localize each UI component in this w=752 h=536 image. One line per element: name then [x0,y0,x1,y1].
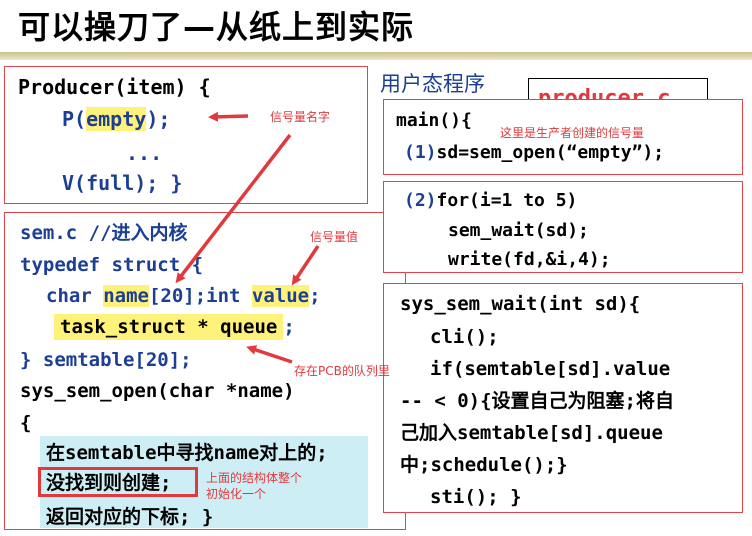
semc-line-9: 没找到则创建; [46,472,172,494]
wait-line-3: if(semtable[sd].value [430,358,671,380]
annotation-sem-name: 信号量名字 [270,110,331,124]
for-line-2: sem_wait(sd); [448,220,589,241]
sem-wait-code-box [383,283,743,513]
main-line-1: main(){ [396,110,472,131]
queue-field-highlight: task_struct * queue [54,314,284,340]
semc-line-8: 在semtable中寻找name对上的; [46,442,328,464]
value-field-highlight: value [251,285,310,307]
step-number: (2) [404,190,437,211]
main-code-box [383,99,743,175]
annotation-created-here: 这里是生产者创建的信号量 [500,126,645,140]
step-number: (1) [404,142,437,163]
p-call: P( [62,107,87,131]
producer-line-2: P(empty); [62,107,171,131]
wait-line-1: sys_sem_wait(int sd){ [400,293,641,315]
producer-ellipsis: ... [126,141,163,165]
int-keyword: [20];int [148,285,252,307]
semc-line-2: typedef struct { [20,254,204,276]
main-line-2: (1)sd=sem_open(“empty”); [404,142,664,164]
sem-open-call: sd=sem_open(“empty”); [436,142,665,163]
semc-line-3: char name[20];int value; [46,285,321,307]
name-field-highlight: name [103,285,149,307]
wait-line-2: cli(); [430,326,499,348]
wait-line-5: 己加入semtable[sd].queue [400,422,663,444]
for-line-1: (2)for(i=1 to 5) [404,190,577,212]
wait-line-7: sti(); } [430,486,522,508]
for-header: for(i=1 to 5) [436,190,578,211]
semc-line-1: sem.c //进入内核 [20,222,188,244]
producer-line-1: Producer(item) { [18,75,211,99]
empty-arg-highlight: empty [86,107,147,131]
create-step-frame [38,467,198,497]
wait-line-4: -- < 0){设置自己为阻塞;将自 [400,390,674,412]
p-call-end: ); [146,107,171,131]
semc-line-6: sys_sem_open(char *name) [20,380,295,402]
producer-line-4: V(full); } [62,171,183,195]
title-underline-bar [0,52,752,60]
semc-line-4: task_struct * queue; [54,314,295,340]
sem-open-body-highlight [40,436,368,528]
slide-title: 可以操刀了—从纸上到实际 [18,8,415,46]
annotation-init-line-2: 初始化一个 [206,487,267,501]
semicolon: ; [283,316,295,338]
for-line-3: write(fd,&i,4); [448,249,611,270]
char-keyword: char [46,285,104,307]
semc-line-7: { [20,412,32,434]
wait-line-6: 中;schedule();} [400,454,568,476]
semc-line-5: } semtable[20]; [20,349,192,371]
annotation-init-line-1: 上面的结构体整个 [206,471,303,485]
user-mode-label: 用户态程序 [380,72,485,96]
annotation-pcb-queue: 存在PCB的队列里 [294,364,390,378]
semicolon: ; [309,285,321,307]
annotation-sem-value: 信号量值 [310,230,359,244]
for-loop-code-box [383,181,743,273]
semc-line-10: 返回对应的下标; } [46,506,214,528]
